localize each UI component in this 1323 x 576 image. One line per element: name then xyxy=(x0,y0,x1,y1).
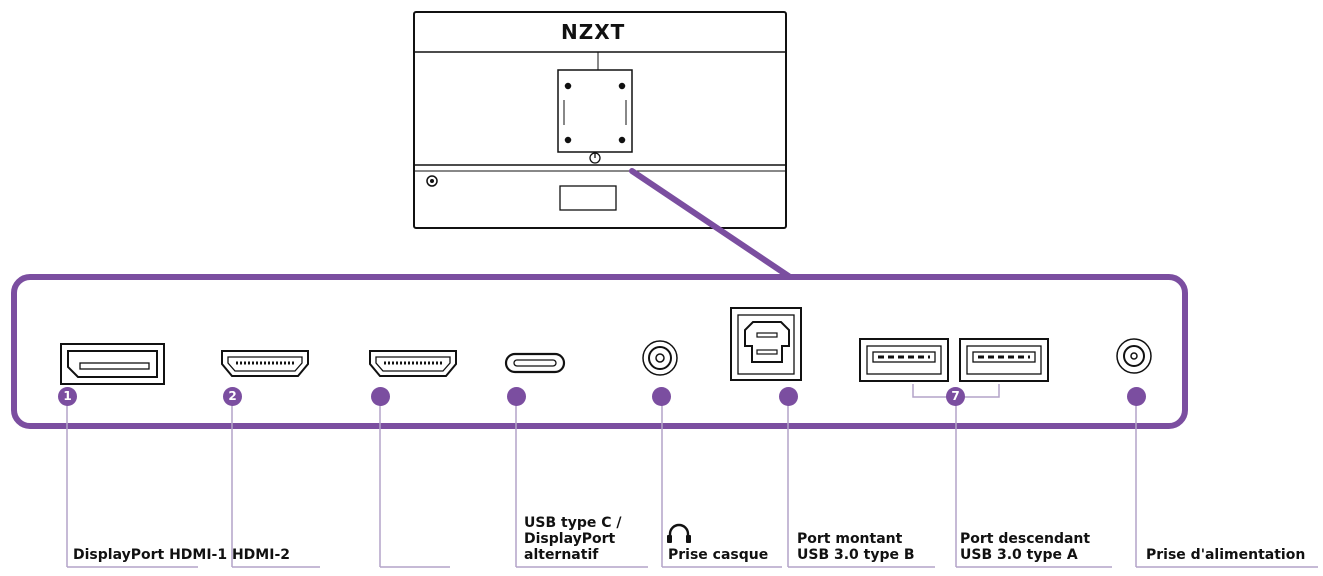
label-usb-b-line2: USB 3.0 type B xyxy=(797,547,915,563)
port-badge-usb-a: 7 xyxy=(946,387,965,406)
headphone-icon xyxy=(667,523,691,543)
label-usb-b-line1: Port montant xyxy=(797,531,903,547)
power-button-icon xyxy=(589,152,601,164)
callout-line xyxy=(629,168,793,280)
label-usb-c-line3: alternatif xyxy=(524,547,599,563)
usb-a-port-left xyxy=(859,338,949,382)
brand-logo: NZXT xyxy=(561,20,626,44)
usb-b-port xyxy=(730,307,802,381)
power-jack-port xyxy=(1116,338,1152,374)
joystick-icon xyxy=(426,175,438,187)
io-port-cutout xyxy=(559,185,617,211)
port-badge-power xyxy=(1127,387,1146,406)
label-headphone: Prise casque xyxy=(668,547,769,563)
port-badge-usb-c xyxy=(507,387,526,406)
label-usb-a-line1: Port descendant xyxy=(960,531,1091,547)
label-usb-c-line1: USB type C / xyxy=(524,515,622,531)
hdmi-1-port xyxy=(221,350,309,377)
label-usb-c-line2: DisplayPort xyxy=(524,531,616,547)
label-usb-a-line2: USB 3.0 type A xyxy=(960,547,1078,563)
port-badge-displayport: 1 xyxy=(58,387,77,406)
monitor-back xyxy=(413,11,787,229)
label-power: Prise d'alimentation xyxy=(1146,547,1306,563)
usb-c-port xyxy=(504,352,566,374)
displayport-port xyxy=(60,343,165,385)
port-badge-headphone xyxy=(652,387,671,406)
vesa-mount xyxy=(557,69,633,153)
headphone-jack-port xyxy=(642,340,678,376)
hdmi-2-port xyxy=(369,350,457,377)
usb-a-port-right xyxy=(959,338,1049,382)
port-panel xyxy=(11,274,1188,429)
port-badge-hdmi-1: 2 xyxy=(223,387,242,406)
port-badge-usb-b xyxy=(779,387,798,406)
label-displayport-hdmi: DisplayPort HDMI-1 HDMI-2 xyxy=(73,547,290,563)
port-badge-hdmi-2 xyxy=(371,387,390,406)
